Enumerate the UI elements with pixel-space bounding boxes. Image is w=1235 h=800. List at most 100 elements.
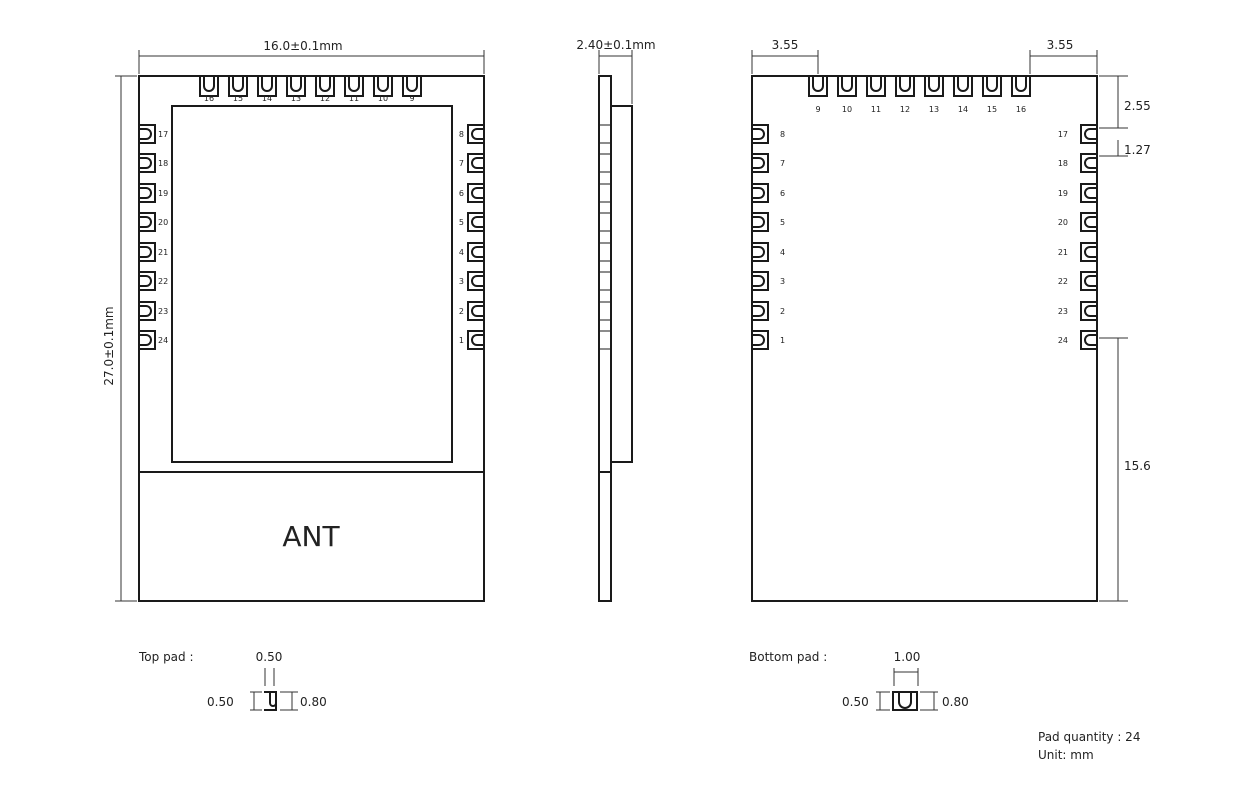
top-view-pad-24 [139,330,156,350]
bottom-view-pin-label-9: 9 [815,105,820,114]
bottom-view-pad-1 [752,330,769,350]
bottom-view-pin-label-2: 2 [780,307,785,316]
bottom-view-pin-label-14: 14 [958,105,968,114]
bottom-view-pad-15 [982,76,1002,97]
top-view-pad-21 [139,242,156,262]
bottom-view-pin-label-18: 18 [1058,159,1068,168]
top-view-pad-18 [139,153,156,173]
bottom-view-pad-13 [924,76,944,97]
top-view-pad-19 [139,183,156,203]
bottom-pad-width-dim: 1.00 [894,650,921,664]
top-pad-width-dim: 0.50 [256,650,283,664]
thickness-dim-label: 2.40±0.1mm [576,38,655,52]
bottom-view-pad-11 [866,76,886,97]
top-view-pin-label-5: 5 [459,218,464,227]
top-pad-right-dim: 0.80 [300,695,327,709]
bottom-dim-label: 15.6 [1124,459,1151,473]
bottom-pad-left-dim: 0.50 [842,695,869,709]
unit-note: Unit: mm [1038,748,1094,762]
top-view-pad-17 [139,124,156,144]
height-dim-label: 27.0±0.1mm [102,306,116,385]
bottom-view-pin-label-12: 12 [900,105,910,114]
top-view-pin-label-2: 2 [459,307,464,316]
bottom-view-pad-24 [1080,330,1097,350]
top-view-pad-22 [139,271,156,291]
bottom-view-pin-label-4: 4 [780,248,785,257]
bottom-view-pad-3 [752,271,769,291]
top-view-outline [138,75,485,602]
pitch-dim-label: 1.27 [1124,143,1151,157]
top-pad-shape [264,691,277,711]
shield-can [171,105,453,463]
bottom-view-pin-label-20: 20 [1058,218,1068,227]
bottom-view-pad-7 [752,153,769,173]
bottom-view-pad-4 [752,242,769,262]
bottom-view-pad-17 [1080,124,1097,144]
bottom-view-pin-label-22: 22 [1058,277,1068,286]
bottom-view-pin-label-17: 17 [1058,130,1068,139]
bottom-view-pad-19 [1080,183,1097,203]
top-view-pad-2 [467,301,484,321]
bottom-view-pin-label-23: 23 [1058,307,1068,316]
side-view-pads [598,124,612,350]
top-view-pad-5 [467,212,484,232]
bottom-view-pin-label-24: 24 [1058,336,1068,345]
bottom-view-pin-label-11: 11 [871,105,881,114]
top-view-pad-1 [467,330,484,350]
top-view-pin-label-20: 20 [158,218,168,227]
top-pad-detail: Top pad : 0.50 0.50 0.80 [138,650,327,711]
top-view-pin-label-17: 17 [158,130,168,139]
top-view-pin-label-7: 7 [459,159,464,168]
bottom-view-pin-label-3: 3 [780,277,785,286]
top-view-pad-9 [402,76,422,97]
side-view-pad [598,212,612,232]
side-view-pad [598,183,612,203]
top-view-pin-label-15: 15 [233,94,243,103]
top-view-pad-8 [467,124,484,144]
width-dim-label: 16.0±0.1mm [263,39,342,53]
top-view-pin-label-23: 23 [158,307,168,316]
bottom-view-top-pads: 9 10 11 12 13 14 15 16 [808,76,1031,114]
bottom-view-pad-9 [808,76,828,97]
top-pad-label: Top pad : [138,650,194,664]
bottom-view-pad-23 [1080,301,1097,321]
top-view-pad-20 [139,212,156,232]
top-view-pin-label-13: 13 [291,94,301,103]
bottom-view-pad-6 [752,183,769,203]
bottom-view-pin-label-15: 15 [987,105,997,114]
top-view-pin-label-12: 12 [320,94,330,103]
side-view: 2.40±0.1mm [576,38,656,602]
bottom-view-pin-label-16: 16 [1016,105,1026,114]
top-view-pad-13 [286,76,306,97]
bottom-view-outline [751,75,1098,602]
bottom-view-pad-10 [837,76,857,97]
bottom-view-pad-21 [1080,242,1097,262]
top-view-pin-label-8: 8 [459,130,464,139]
side-view-pad [598,242,612,262]
bottom-view-pin-label-13: 13 [929,105,939,114]
ant-label: ANT [282,520,340,553]
bottom-view-pad-8 [752,124,769,144]
top-view-pad-6 [467,183,484,203]
bottom-pad-right-dim: 0.80 [942,695,969,709]
bottom-view-pad-16 [1011,76,1031,97]
bottom-view-pad-18 [1080,153,1097,173]
top-view-pin-label-14: 14 [262,94,272,103]
bottom-view-pad-20 [1080,212,1097,232]
bottom-view-pad-2 [752,301,769,321]
top-view-pad-23 [139,301,156,321]
top-offset-dim-label: 2.55 [1124,99,1151,113]
bottom-view-pad-12 [895,76,915,97]
bottom-view-pin-label-10: 10 [842,105,852,114]
bottom-view-pin-label-6: 6 [780,189,785,198]
bottom-view-pin-label-19: 19 [1058,189,1068,198]
bottom-view-pin-label-5: 5 [780,218,785,227]
top-view-pin-label-10: 10 [378,94,388,103]
top-view-pad-7 [467,153,484,173]
right-offset-dim-label: 3.55 [1047,38,1074,52]
